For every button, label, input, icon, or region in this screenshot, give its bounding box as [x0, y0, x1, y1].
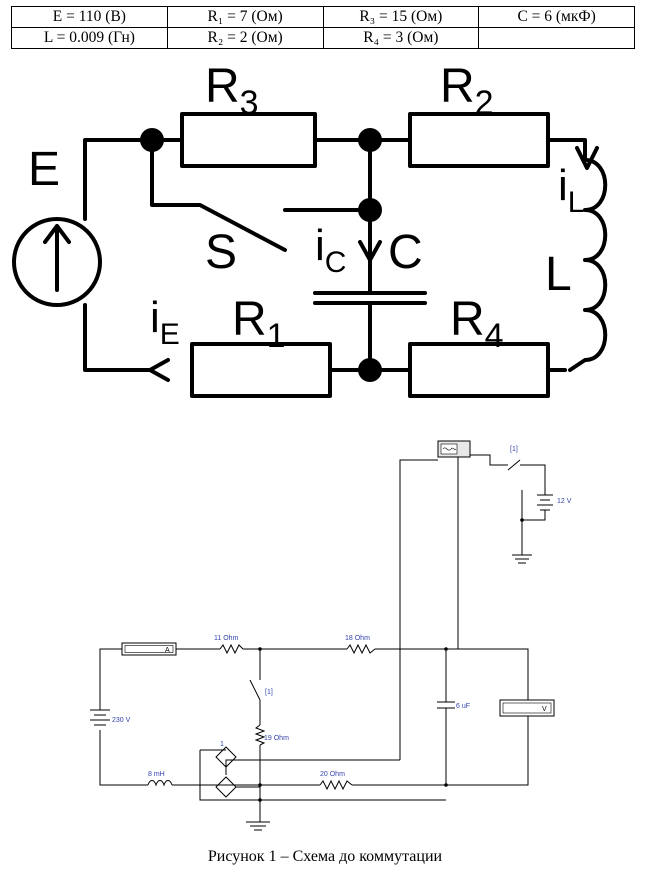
parameters-row: E = 110 (B) R₁ = 7 (Ом) R₃ = 15 (Ом) C =…: [11, 6, 635, 28]
dependent-source: [215, 776, 237, 798]
wire: [521, 510, 546, 555]
ground-symbol: [246, 821, 270, 831]
label-r1: R1: [232, 293, 286, 355]
wire: [520, 464, 546, 495]
label-switch2: [1]: [510, 446, 518, 453]
switch-2: [507, 459, 521, 471]
node-dot: [358, 358, 382, 382]
resistor-r4: [408, 342, 550, 398]
wire: [83, 138, 154, 197]
label-r2: R2: [440, 60, 494, 122]
parameters-table: E = 110 (B) R₁ = 7 (Ом) R₃ = 15 (Ом) C =…: [11, 6, 635, 49]
source-circle: [12, 217, 102, 307]
label-r20: 20 Ohm: [320, 771, 345, 778]
param-cell: R₄ = 3 (Ом): [322, 27, 480, 49]
ammeter-label: A: [165, 647, 170, 654]
inductor-8mh: [147, 780, 173, 787]
inductor-coil: [568, 158, 608, 372]
wire: [83, 326, 152, 372]
param-cell: E = 110 (B): [11, 6, 168, 28]
param-cell: L = 0.009 (Гн): [11, 27, 168, 49]
waveform-icon: [442, 447, 457, 451]
label-battery2: 12 V: [557, 498, 572, 505]
label-inductor: 8 mH: [148, 771, 165, 778]
param-cell: R₃ = 15 (Ом): [322, 6, 480, 28]
wire: [375, 648, 529, 700]
label-e: E: [28, 143, 60, 196]
capacitor-6uf: [437, 649, 455, 785]
resistor-20ohm: [319, 779, 353, 791]
battery-12v: [537, 494, 553, 511]
resistor-r3: [180, 112, 317, 168]
battery-230v: [90, 709, 110, 726]
node-dot: [444, 783, 448, 787]
circuit-diagram: E R3 R2 R1 R4 S iC C iL L iE: [12, 60, 608, 398]
parameters-row: L = 0.009 (Гн) R₂ = 2 (Ом) R₄ = 3 (Ом): [11, 27, 635, 49]
wire: [546, 138, 587, 162]
figure-caption: Рисунок 1 – Схема до коммутации: [207, 848, 443, 865]
label-r11: 11 Ohm: [214, 635, 239, 642]
node-dot: [258, 783, 262, 787]
node-dot: [140, 128, 164, 152]
ground-symbol: [512, 554, 532, 564]
label-ic: iC: [315, 221, 346, 279]
resistor-18ohm: [346, 643, 376, 655]
wire: [199, 750, 446, 801]
node-dot: [358, 128, 382, 152]
node-dot: [258, 647, 262, 651]
param-cell: R₂ = 2 (Ом): [166, 27, 324, 49]
switch-1: [249, 679, 261, 701]
label-r18: 18 Ohm: [345, 635, 370, 642]
oscilloscope-screen: [440, 443, 458, 455]
il-arrow: [575, 146, 599, 170]
label-r4: R4: [450, 293, 504, 355]
label-l: L: [545, 248, 572, 301]
wire: [352, 716, 529, 786]
label-battery: 230 V: [112, 717, 131, 724]
param-cell: R₁ = 7 (Ом): [166, 6, 324, 28]
resistor-r1: [190, 342, 332, 398]
voltmeter-display: [502, 702, 552, 714]
resistor-19ohm: [254, 724, 266, 746]
label-s: S: [205, 226, 237, 279]
simulation-diagram: A V 11 Ohm 18 Ohm [1] 19 Ohm 230 V 6 uF …: [90, 440, 572, 831]
label-switch1: [1]: [265, 689, 273, 696]
wire: [225, 759, 400, 775]
resistor-11ohm: [219, 643, 244, 655]
capacitor: [313, 291, 427, 305]
label-ie: iE: [150, 293, 180, 351]
node-dot: [444, 647, 448, 651]
label-il: iL: [558, 161, 584, 219]
label-c: C: [388, 226, 423, 279]
resistor-r2: [408, 112, 550, 168]
ie-arrow: [148, 358, 170, 382]
node-dot: [520, 518, 524, 522]
wire: [99, 648, 122, 710]
node-dot: [258, 798, 262, 802]
wire: [399, 459, 438, 760]
label-cap: 6 uF: [456, 703, 470, 710]
ammeter-display: [124, 645, 174, 653]
voltmeter-label: V: [542, 706, 547, 713]
label-one: 1: [220, 741, 224, 748]
label-r19: 19 Ohm: [264, 735, 289, 742]
wire: [99, 730, 148, 786]
param-cell: [478, 27, 635, 49]
node-dot: [358, 198, 382, 222]
ic-arrow: [358, 240, 382, 262]
dependent-source: [215, 746, 237, 768]
switch-s: [150, 138, 287, 252]
source-arrow: [43, 224, 71, 292]
param-cell: C = 6 (мкФ): [478, 6, 635, 28]
label-r3: R3: [205, 60, 259, 122]
wire: [470, 454, 508, 466]
